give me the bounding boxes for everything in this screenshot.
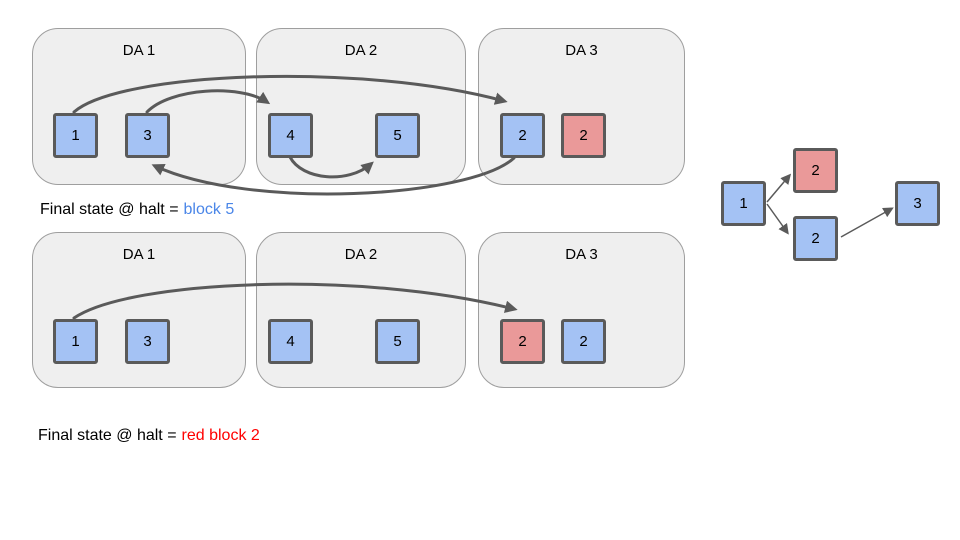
scenario2-caption: Final state @ halt =red block 2 <box>38 427 260 445</box>
scenario1-block-2-blue: 2 <box>500 113 545 158</box>
scenario2-block-2-blue: 2 <box>561 319 606 364</box>
scenario2-da2-label: DA 2 <box>344 246 378 263</box>
scenario2-caption-value: red block 2 <box>181 427 260 444</box>
scenario1-block-4: 4 <box>268 113 313 158</box>
scenario2-block-1: 1 <box>53 319 98 364</box>
scenario2-da2-container: DA 2 4 5 <box>256 232 466 388</box>
scenario1-da2-container: DA 2 4 5 <box>256 28 466 185</box>
scenario1-da1-container: DA 1 1 3 <box>32 28 246 185</box>
scenario2-caption-prefix: Final state @ halt = <box>38 427 177 444</box>
scenario2-da3-container: DA 3 2 2 <box>478 232 685 388</box>
scenario1-block-1: 1 <box>53 113 98 158</box>
fork-node-1: 1 <box>721 181 766 226</box>
fork-edge-2-blue-to-3 <box>840 207 894 238</box>
scenario1-da2-label: DA 2 <box>344 42 378 59</box>
scenario1-caption-value: block 5 <box>183 201 235 218</box>
scenario1-block-3: 3 <box>125 113 170 158</box>
scenario1-da3-label: DA 3 <box>565 42 598 59</box>
fork-edge-1-to-2-red <box>766 173 792 203</box>
fork-node-2-blue: 2 <box>793 216 838 261</box>
scenario1-da1-label: DA 1 <box>122 42 156 59</box>
fork-edge-1-to-2-blue <box>766 203 789 235</box>
scenario1-caption: Final state @ halt =block 5 <box>40 201 234 219</box>
scenario1-caption-prefix: Final state @ halt = <box>40 201 179 218</box>
scenario1-da3-container: DA 3 2 2 <box>478 28 685 185</box>
fork-node-3: 3 <box>895 181 940 226</box>
scenario1-block-2-red: 2 <box>561 113 606 158</box>
scenario2-da1-label: DA 1 <box>122 246 156 263</box>
scenario2-block-5: 5 <box>375 319 420 364</box>
scenario2-block-3: 3 <box>125 319 170 364</box>
scenario2-da1-container: DA 1 1 3 <box>32 232 246 388</box>
scenario2-block-4: 4 <box>268 319 313 364</box>
scenario2-da3-label: DA 3 <box>565 246 598 263</box>
scenario2-block-2-red: 2 <box>500 319 545 364</box>
scenario1-block-5: 5 <box>375 113 420 158</box>
fork-node-2-red: 2 <box>793 148 838 193</box>
